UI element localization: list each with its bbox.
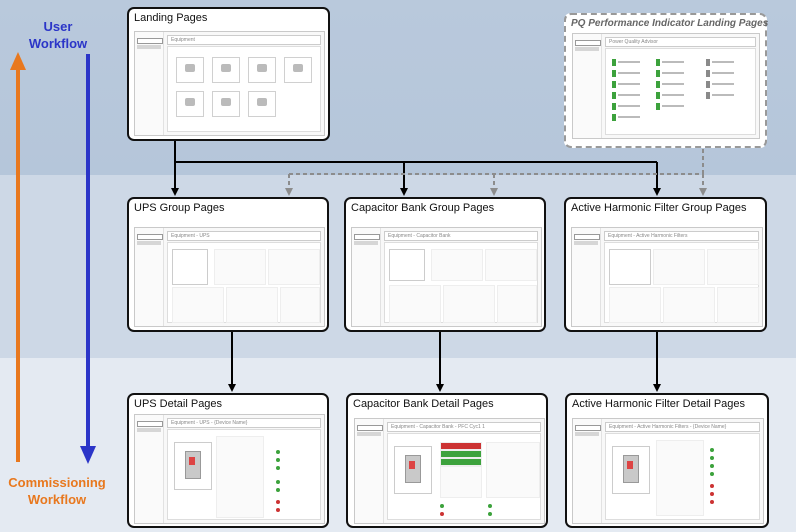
ups-group-screenshot: Equipment - UPS — [134, 227, 325, 327]
pq-landing-pages-box[interactable]: PQ Performance Indicator Landing Pages P… — [564, 13, 769, 148]
ups-group-pages-title: UPS Group Pages — [134, 202, 225, 214]
cap-group-screenshot: Equipment - Capacitor Bank — [351, 227, 542, 327]
cap-detail-pages-title: Capacitor Bank Detail Pages — [353, 398, 494, 410]
tile — [248, 91, 276, 117]
ahf-group-pages-box[interactable]: Active Harmonic Filter Group Pages Equip… — [564, 197, 767, 332]
ahf-detail-pages-box[interactable]: Active Harmonic Filter Detail Pages Equi… — [565, 393, 769, 528]
ups-device-image — [174, 442, 212, 490]
tile — [176, 91, 204, 117]
cap-detail-header: Equipment - Capacitor Bank - PFC Cyc1 1 — [387, 422, 541, 432]
ahf-group-screenshot: Equipment - Active Harmonic Filters — [571, 227, 763, 327]
tile — [248, 57, 276, 83]
commissioning-arrow-head — [10, 52, 26, 70]
ups-group-header: Equipment - UPS — [167, 231, 321, 241]
ahf-group-pages-title: Active Harmonic Filter Group Pages — [571, 202, 747, 214]
cap-detail-screenshot: Equipment - Capacitor Bank - PFC Cyc1 1 — [354, 418, 545, 524]
ahf-detail-header: Equipment - Active Harmonic Filters - {D… — [605, 422, 760, 432]
ups-detail-pages-title: UPS Detail Pages — [134, 398, 223, 410]
landing-pages-box[interactable]: Landing Pages Equipment — [127, 7, 330, 141]
ahf-detail-screenshot: Equipment - Active Harmonic Filters - {D… — [572, 418, 764, 524]
commissioning-workflow-label: Commissioning Workflow — [8, 475, 106, 507]
pq-landing-pages-title: PQ Performance Indicator Landing Pages — [571, 18, 769, 29]
ups-group-pages-box[interactable]: UPS Group Pages Equipment - UPS — [127, 197, 329, 332]
user-arrow-head — [80, 446, 96, 464]
ups-detail-header: Equipment - UPS - {Device Name} — [167, 418, 321, 428]
pq-header: Power Quality Advisor — [605, 37, 756, 47]
landing-pages-screenshot: Equipment — [134, 31, 325, 136]
tile — [284, 57, 312, 83]
ahf-detail-pages-title: Active Harmonic Filter Detail Pages — [572, 398, 746, 410]
pq-screenshot: Power Quality Advisor — [572, 33, 760, 139]
tile — [212, 57, 240, 83]
landing-pages-title: Landing Pages — [134, 12, 208, 24]
cap-group-pages-box[interactable]: Capacitor Bank Group Pages Equipment - C… — [344, 197, 546, 332]
tile — [212, 91, 240, 117]
tile — [176, 57, 204, 83]
ahf-device-image — [612, 446, 650, 494]
cap-group-header: Equipment - Capacitor Bank — [384, 231, 538, 241]
ups-detail-screenshot: Equipment - UPS - {Device Name} — [134, 414, 325, 524]
ahf-group-header: Equipment - Active Harmonic Filters — [604, 231, 759, 241]
cap-device-image — [394, 446, 432, 494]
cap-group-pages-title: Capacitor Bank Group Pages — [351, 202, 495, 214]
cap-detail-pages-box[interactable]: Capacitor Bank Detail Pages Equipment - … — [346, 393, 548, 528]
landing-header: Equipment — [167, 35, 321, 45]
user-workflow-label: User Workflow — [28, 19, 88, 51]
ups-detail-pages-box[interactable]: UPS Detail Pages Equipment - UPS - {Devi… — [127, 393, 329, 528]
